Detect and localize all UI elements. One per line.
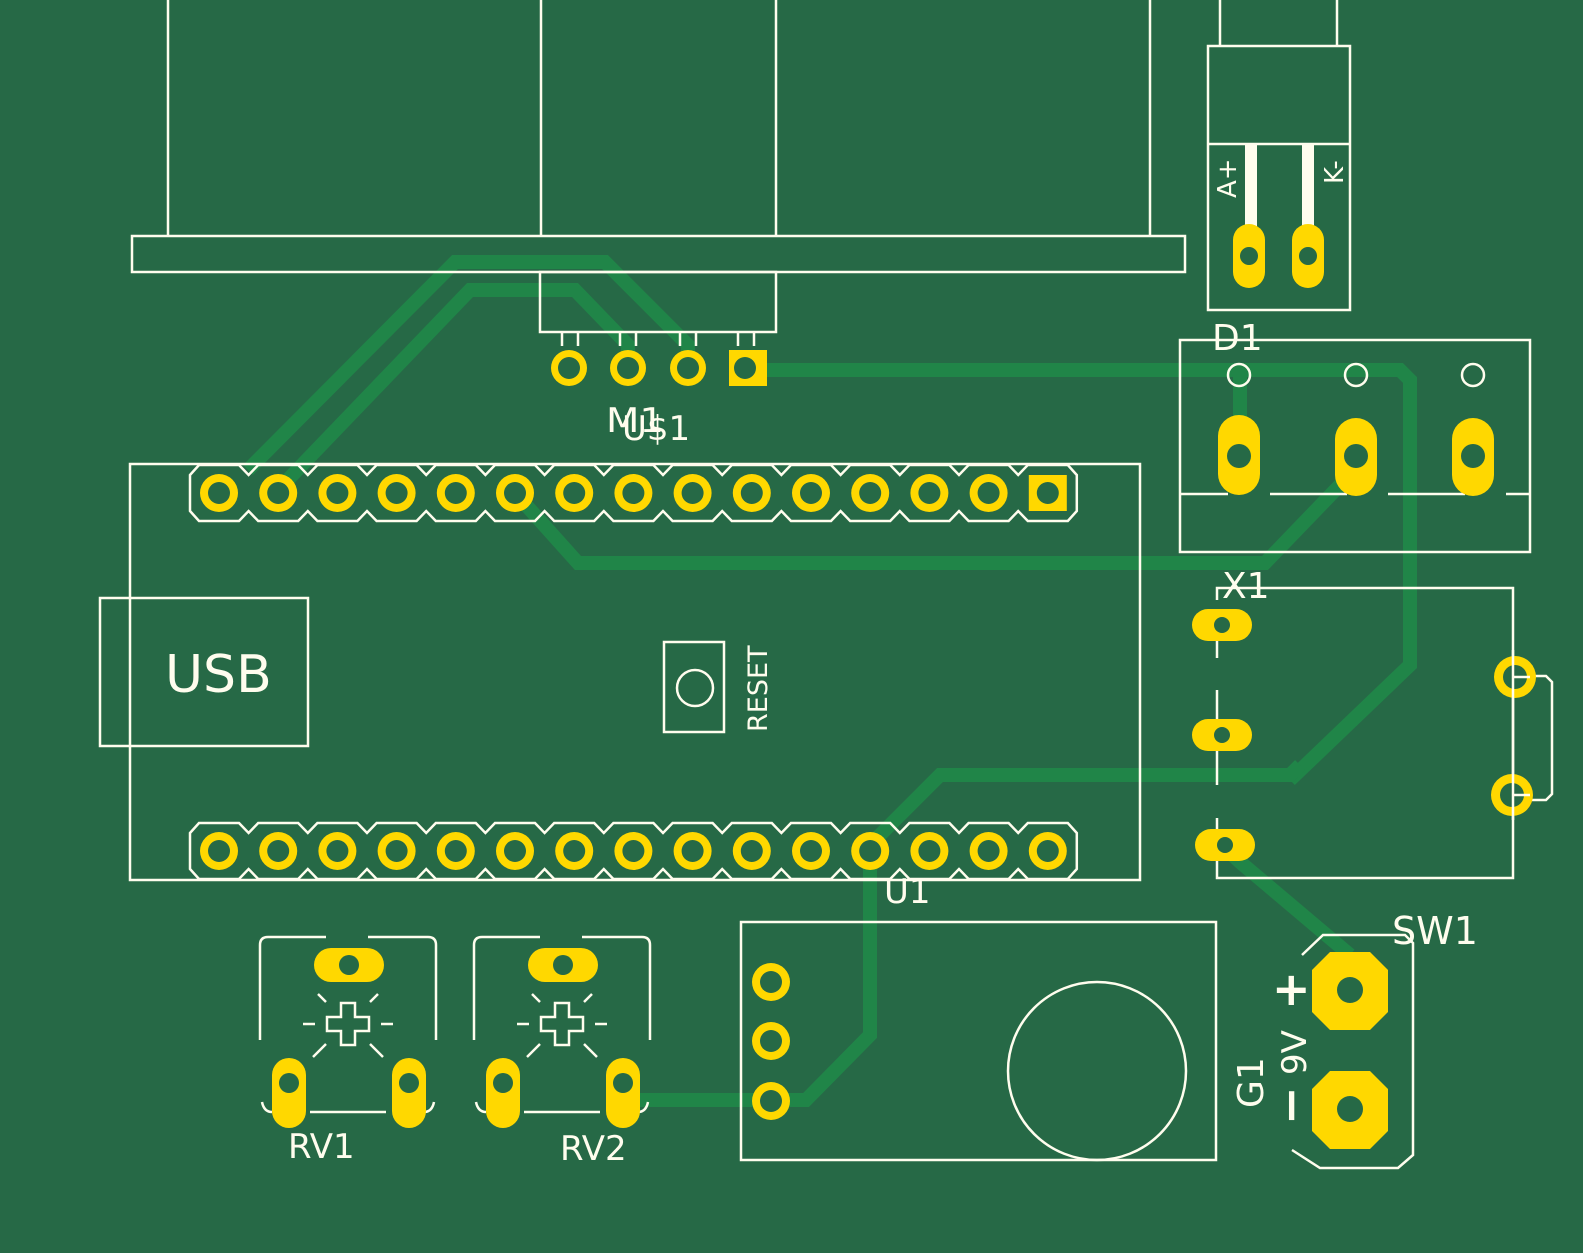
us1-label: U$1 [622,409,690,449]
trimmer-rv2[interactable] [472,935,652,1128]
sw1-label: SW1 [1392,909,1478,953]
usb-connector [98,596,310,748]
reset-label: RESET [743,645,774,732]
header-top-row [188,463,1079,523]
header-bottom-row [188,821,1079,881]
d1-lead-anode [1245,145,1257,227]
d1-lead-cathode [1302,145,1314,227]
trace-x1-to-u1[interactable] [640,760,1305,1107]
g1-label: G1 [1231,1057,1272,1108]
traces [243,255,1417,1107]
u1-sensor-circle [1006,980,1188,1162]
rv2-label: RV2 [560,1129,627,1169]
m1-label: M1 [606,401,664,441]
trace-us1-to-d1[interactable] [511,475,1351,570]
adjust-cross-icon [325,1001,371,1047]
d1-anode-label: A+ [1213,158,1243,198]
plus-label: + [1272,962,1311,1016]
trace-x1-to-sw1[interactable] [1217,839,1355,961]
battery-voltage-label: 9V [1275,1030,1315,1075]
header-outline [188,463,1079,523]
d1-led-footprint[interactable]: A+ K- [1206,0,1352,312]
x1-label: X1 [1222,566,1270,607]
us1-board-footprint[interactable]: USB RESET [98,462,1142,882]
trimmers: RV1 RV2 [258,935,652,1169]
u1-module-footprint[interactable]: U1 [739,872,1218,1162]
reset-button-outline[interactable] [662,640,726,734]
d1-label: D1 [1212,318,1263,359]
adjust-cross-icon [539,1001,585,1047]
header-outline [188,821,1079,881]
m1-pin-legs [560,332,756,346]
trace-m1-pin4-to-d1[interactable] [748,363,1417,786]
usb-label: USB [165,645,272,705]
reset-button-icon [675,668,715,708]
g1-battery-footprint[interactable]: SW1 G1 9V + − [1231,909,1478,1170]
d1-terminal-block[interactable]: D1 [1178,318,1532,554]
m1-footprint[interactable]: M1 U$1 [130,0,1187,449]
m1-pads [551,350,767,386]
d1-cathode-label: K- [1320,160,1350,184]
minus-label: − [1263,1086,1317,1125]
rv1-label: RV1 [288,1127,355,1167]
x1-jack-footprint[interactable]: X1 [1192,566,1554,880]
u1-label: U1 [884,872,931,912]
trimmer-rv1[interactable] [258,935,438,1128]
